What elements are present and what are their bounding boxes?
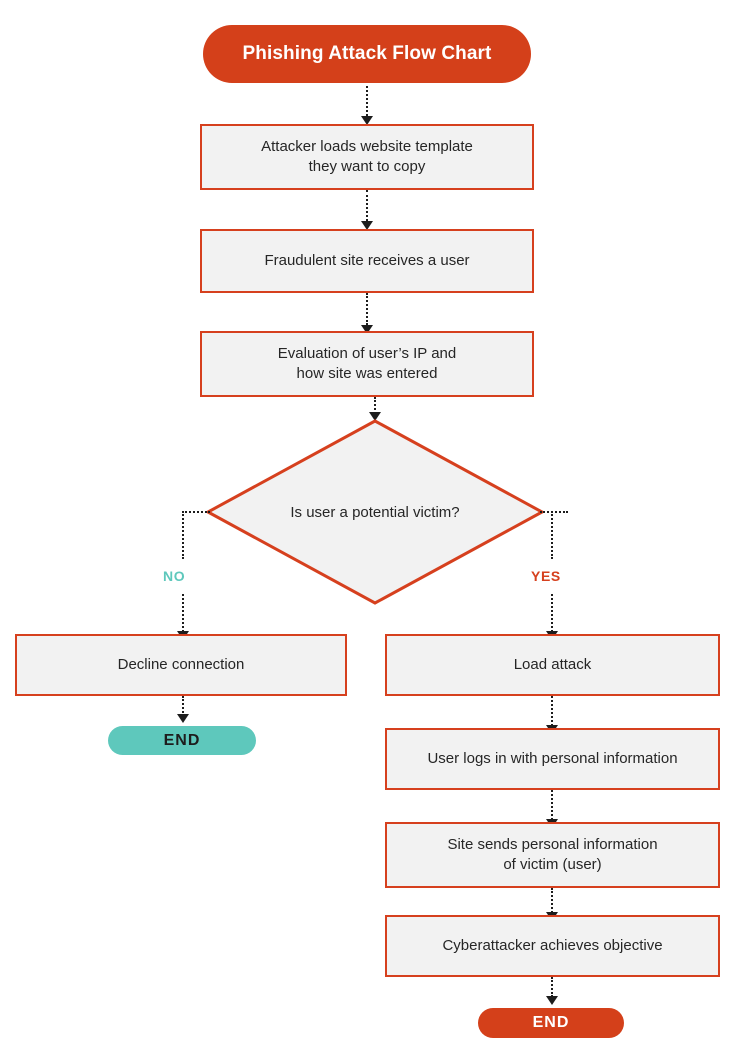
branch-label-yes: YES — [531, 568, 561, 584]
arrowhead-end-red — [546, 996, 558, 1005]
arrowhead-end-teal — [177, 714, 189, 723]
flow-node-step3-label: Evaluation of user’s IP and how site was… — [268, 344, 466, 385]
flow-node-user-logs-in[interactable]: User logs in with personal information — [385, 728, 720, 790]
flow-node-decision[interactable]: Is user a potential victim? — [205, 418, 545, 606]
connector-step2-to-step3 — [366, 293, 368, 325]
arrowhead-decision — [369, 412, 381, 421]
flow-node-site-sends-info[interactable]: Site sends personal information of victi… — [385, 822, 720, 888]
flow-node-step1[interactable]: Attacker loads website template they wan… — [200, 124, 534, 190]
connector-yes-vertical-lower — [551, 594, 553, 632]
arrowhead-step1 — [361, 116, 373, 125]
flow-node-step2-label: Fraudulent site receives a user — [264, 251, 470, 269]
branch-label-no: NO — [163, 568, 186, 584]
flow-node-load-attack-label: Load attack — [513, 655, 592, 673]
connector-no-vertical-upper — [182, 511, 184, 559]
connector-load-attack-to-user-logs — [551, 696, 553, 726]
flow-node-start[interactable]: Phishing Attack Flow Chart — [203, 25, 531, 83]
connector-site-sends-to-objective — [551, 888, 553, 913]
diamond-shape-icon — [205, 419, 545, 605]
flow-node-cyberattacker-objective[interactable]: Cyberattacker achieves objective — [385, 915, 720, 977]
connector-decline-to-end — [182, 696, 184, 716]
arrowhead-step3 — [361, 325, 373, 334]
flow-node-end-no[interactable]: END — [108, 726, 256, 755]
flow-node-decline-connection[interactable]: Decline connection — [15, 634, 347, 696]
flow-node-load-attack[interactable]: Load attack — [385, 634, 720, 696]
flow-node-site-sends-info-line2: of victim (user) — [503, 856, 602, 873]
flow-node-step1-line2: they want to copy — [308, 158, 426, 175]
flow-node-end-yes-label: END — [532, 1014, 570, 1031]
flow-node-decline-connection-label: Decline connection — [117, 655, 245, 673]
connector-step1-to-step2 — [366, 190, 368, 221]
flow-node-end-yes[interactable]: END — [478, 1008, 624, 1038]
arrowhead-step2 — [361, 221, 373, 230]
flow-node-step1-line1: Attacker loads website template — [261, 137, 473, 155]
flow-node-step1-label: Attacker loads website template they wan… — [251, 137, 483, 178]
flow-node-step3-line1: Evaluation of user’s IP and — [277, 344, 457, 362]
flow-node-end-no-label: END — [163, 731, 201, 749]
flow-node-decision-label: Is user a potential victim? — [290, 503, 460, 521]
connector-no-vertical-lower — [182, 594, 184, 632]
connector-objective-to-end — [551, 977, 553, 997]
flow-node-step3-line2: how site was entered — [296, 365, 438, 382]
connector-yes-vertical-upper — [551, 511, 553, 559]
connector-user-logs-to-site-sends — [551, 790, 553, 820]
flow-node-site-sends-info-line1: Site sends personal information — [447, 835, 658, 853]
flow-node-start-label: Phishing Attack Flow Chart — [242, 43, 492, 64]
flow-node-cyberattacker-objective-label: Cyberattacker achieves objective — [442, 936, 663, 954]
flow-node-user-logs-in-label: User logs in with personal information — [427, 749, 678, 767]
flow-node-step2[interactable]: Fraudulent site receives a user — [200, 229, 534, 293]
connector-start-to-step1 — [366, 86, 368, 116]
flow-node-step3[interactable]: Evaluation of user’s IP and how site was… — [200, 331, 534, 397]
flow-node-site-sends-info-label: Site sends personal information of victi… — [437, 835, 667, 876]
